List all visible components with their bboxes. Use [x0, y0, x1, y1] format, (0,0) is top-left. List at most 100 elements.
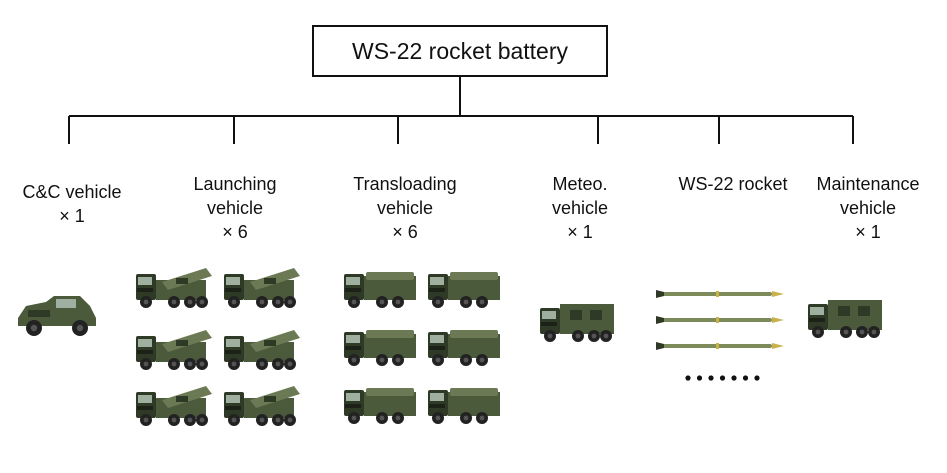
truck-grille: [429, 288, 445, 292]
truck-windshield: [138, 395, 152, 403]
branch-label-line: vehicle: [839, 198, 897, 218]
wheel-hub: [871, 329, 877, 335]
truck-windshield: [138, 339, 152, 347]
wheel-hub: [275, 361, 281, 367]
branch-label-line: Meteo.: [552, 174, 608, 194]
ws22-rocket: [656, 316, 784, 324]
wheel-hub: [143, 417, 149, 423]
wheel-hub: [231, 299, 237, 305]
rocket-fin: [656, 342, 664, 350]
truck-windshield: [542, 311, 556, 319]
truck-tarp: [450, 330, 498, 338]
wheel-hub: [199, 417, 205, 423]
launcher-mount: [264, 396, 276, 402]
shelter-panel: [858, 306, 870, 316]
truck-windshield: [346, 277, 360, 285]
branch-label-line: vehicle: [376, 198, 434, 218]
branch-label-line: C&C vehicle: [22, 182, 122, 202]
wheel-hub: [591, 333, 597, 339]
truck-grille: [225, 406, 241, 410]
branch-label-line: vehicle: [551, 198, 609, 218]
branch-label-line: Transloading: [353, 174, 457, 194]
truck-windshield: [346, 393, 360, 401]
truck-grille: [137, 350, 153, 354]
rocket-band: [716, 291, 719, 297]
wheel-hub: [30, 324, 38, 332]
truck-grille: [809, 318, 825, 322]
rocket-fin: [656, 290, 664, 298]
truck-windshield: [346, 335, 360, 343]
wheel-hub: [843, 329, 849, 335]
truck-windshield: [226, 395, 240, 403]
branch-label-line: WS-22 rocket: [678, 174, 788, 194]
branch-label-line: Maintenance: [816, 174, 920, 194]
branch-label-meteo: Meteo. vehicle × 1: [552, 172, 608, 244]
ellipsis-dot: [696, 375, 703, 381]
wheel-hub: [395, 415, 401, 421]
wheel-hub: [351, 415, 357, 421]
transloading-vehicle: [344, 330, 416, 366]
wheel-hub: [859, 329, 865, 335]
shelter-panel: [838, 306, 850, 316]
ellipsis-dot: [754, 375, 760, 381]
rocket-nose: [772, 291, 784, 297]
wheel-hub: [463, 299, 469, 305]
wheel-hub: [275, 299, 281, 305]
transloading-vehicle: [344, 388, 416, 424]
launcher-mount: [176, 278, 188, 284]
meteo-vehicle: [540, 304, 614, 342]
branch-label-line: × 1: [855, 222, 881, 242]
truck-tarp: [366, 388, 414, 396]
wheel-hub: [76, 324, 84, 332]
wheel-hub: [603, 333, 609, 339]
truck-grille: [137, 288, 153, 292]
cc-vehicle-jeep: [18, 296, 96, 336]
truck-grille: [429, 346, 445, 350]
truck-tarp: [450, 272, 498, 280]
truck-windshield: [430, 335, 444, 343]
truck-windshield: [226, 339, 240, 347]
branch-label-line: Launching: [193, 174, 277, 194]
wheel-hub: [815, 329, 821, 335]
launcher-mount: [264, 340, 276, 346]
branch-label-cc: C&C vehicle × 1: [22, 180, 121, 228]
launching-vehicle: [224, 330, 300, 370]
wheel-hub: [479, 357, 485, 363]
wheel-hub: [395, 299, 401, 305]
truck-windshield: [138, 277, 152, 285]
wheel-hub: [171, 361, 177, 367]
shelter-panel: [570, 310, 582, 320]
wheel-hub: [379, 415, 385, 421]
wheel-hub: [275, 417, 281, 423]
wheel-hub: [435, 415, 441, 421]
truck-grille: [225, 288, 241, 292]
wheel-hub: [547, 333, 553, 339]
truck-tarp: [450, 388, 498, 396]
ellipsis-dot: [719, 375, 726, 381]
truck-grille: [137, 406, 153, 410]
truck-windshield: [430, 393, 444, 401]
rocket-fin: [656, 316, 664, 324]
truck-grille: [345, 346, 361, 350]
truck-grille: [225, 350, 241, 354]
wheel-hub: [199, 361, 205, 367]
rocket-band: [716, 317, 719, 323]
wheel-hub: [287, 299, 293, 305]
transloading-vehicle: [344, 272, 416, 308]
wheel-hub: [259, 361, 265, 367]
wheel-hub: [231, 417, 237, 423]
wheel-hub: [199, 299, 205, 305]
wheel-hub: [351, 357, 357, 363]
connector-lines: [68, 77, 854, 144]
wheel-hub: [379, 357, 385, 363]
truck-tarp: [366, 330, 414, 338]
truck-grille: [345, 404, 361, 408]
launching-vehicle: [224, 386, 300, 426]
launching-vehicle: [136, 268, 212, 308]
branch-label-line: × 6: [222, 222, 248, 242]
wheel-hub: [231, 361, 237, 367]
ellipsis-dot: [685, 375, 691, 381]
wheel-hub: [287, 361, 293, 367]
truck-grille: [429, 404, 445, 408]
